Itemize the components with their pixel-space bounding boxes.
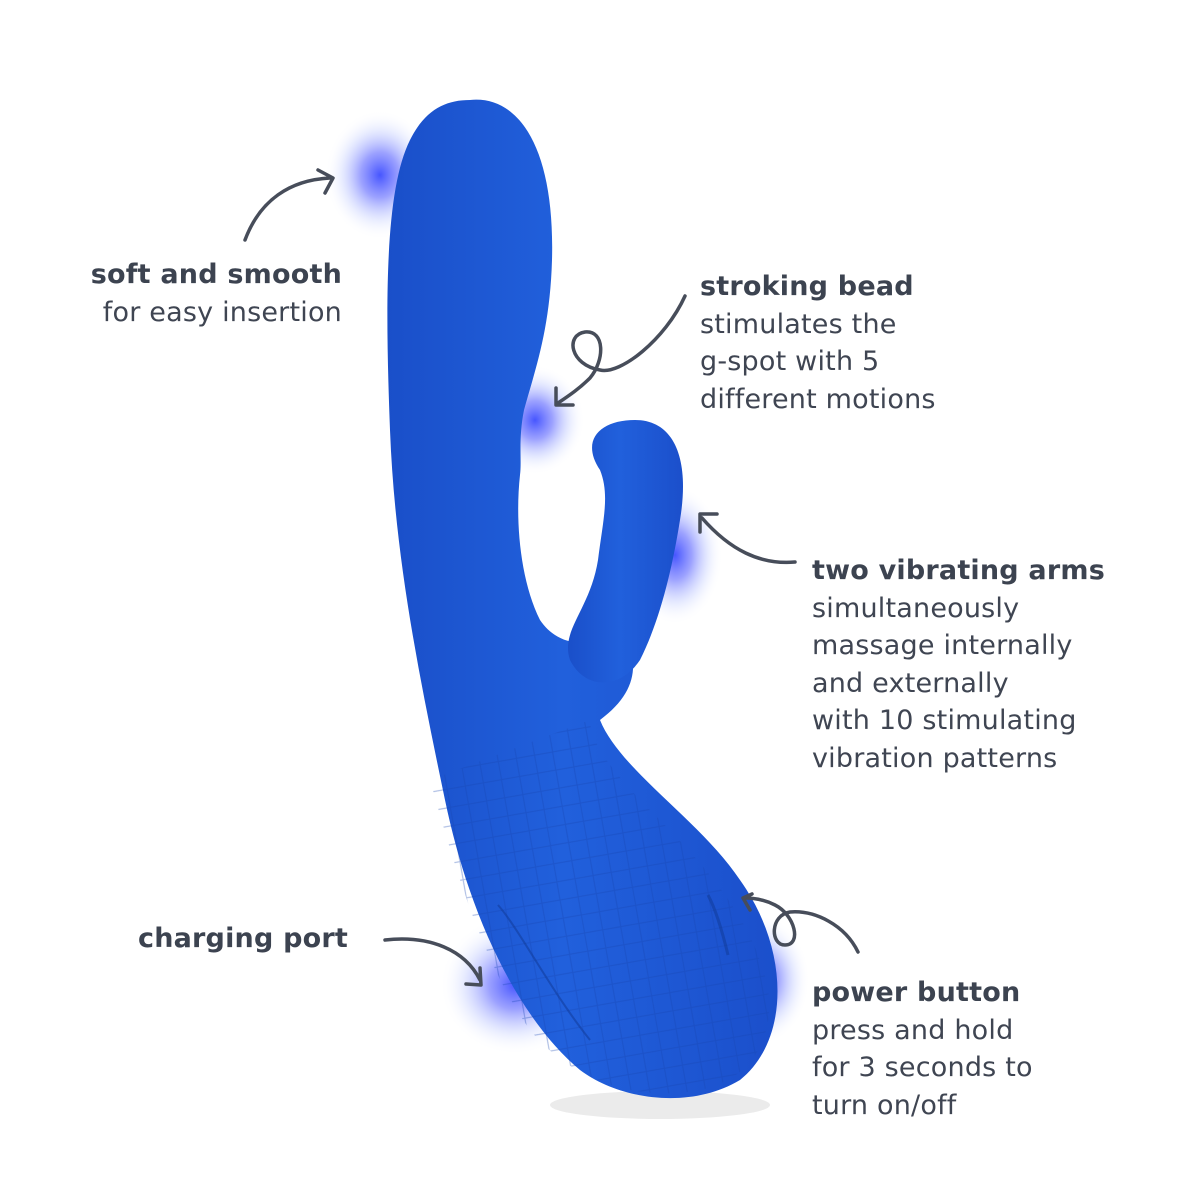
callout-arrows [243, 168, 860, 987]
drop-shadow [550, 1091, 770, 1119]
seam-line [497, 904, 591, 1041]
callout-line: for easy insertion [102, 296, 342, 328]
arrow-power-button-icon [743, 896, 860, 954]
callout-charging-port: charging port [138, 920, 348, 958]
callout-two-vibrating-arms: two vibrating arms simultaneously massag… [812, 552, 1105, 777]
callout-line: and externally [812, 667, 1009, 699]
callout-line: different motions [700, 383, 936, 415]
callout-line: for 3 seconds to [812, 1052, 1033, 1083]
callout-line: g-spot with 5 [700, 346, 880, 377]
arrow-charging-port-icon [383, 937, 482, 982]
callout-line: massage internally [812, 630, 1073, 661]
callout-soft-and-smooth: soft and smooth for easy insertion [70, 256, 342, 331]
callout-title: stroking bead [700, 271, 914, 302]
callout-title: two vibrating arms [812, 555, 1105, 586]
callout-line: with 10 stimulating [812, 705, 1077, 736]
callout-title: charging port [138, 923, 348, 954]
callout-line: turn on/off [812, 1089, 957, 1121]
power-button-marker [706, 894, 730, 956]
clitoral-arm [567, 420, 683, 683]
callout-title: power button [812, 977, 1021, 1008]
callout-title: soft and smooth [90, 259, 342, 290]
callout-line: press and hold [812, 1014, 1014, 1046]
callout-line: simultaneously [812, 592, 1020, 624]
arrow-stroking-bead-icon [556, 294, 687, 405]
arrow-soft-smooth-icon [243, 176, 332, 242]
callout-power-button: power button press and hold for 3 second… [812, 974, 1033, 1124]
callout-line: vibration patterns [812, 742, 1058, 774]
callout-stroking-bead: stroking bead stimulates the g-spot with… [700, 268, 936, 418]
callout-line: stimulates the [700, 308, 897, 340]
arrow-two-arms-icon [700, 516, 797, 565]
